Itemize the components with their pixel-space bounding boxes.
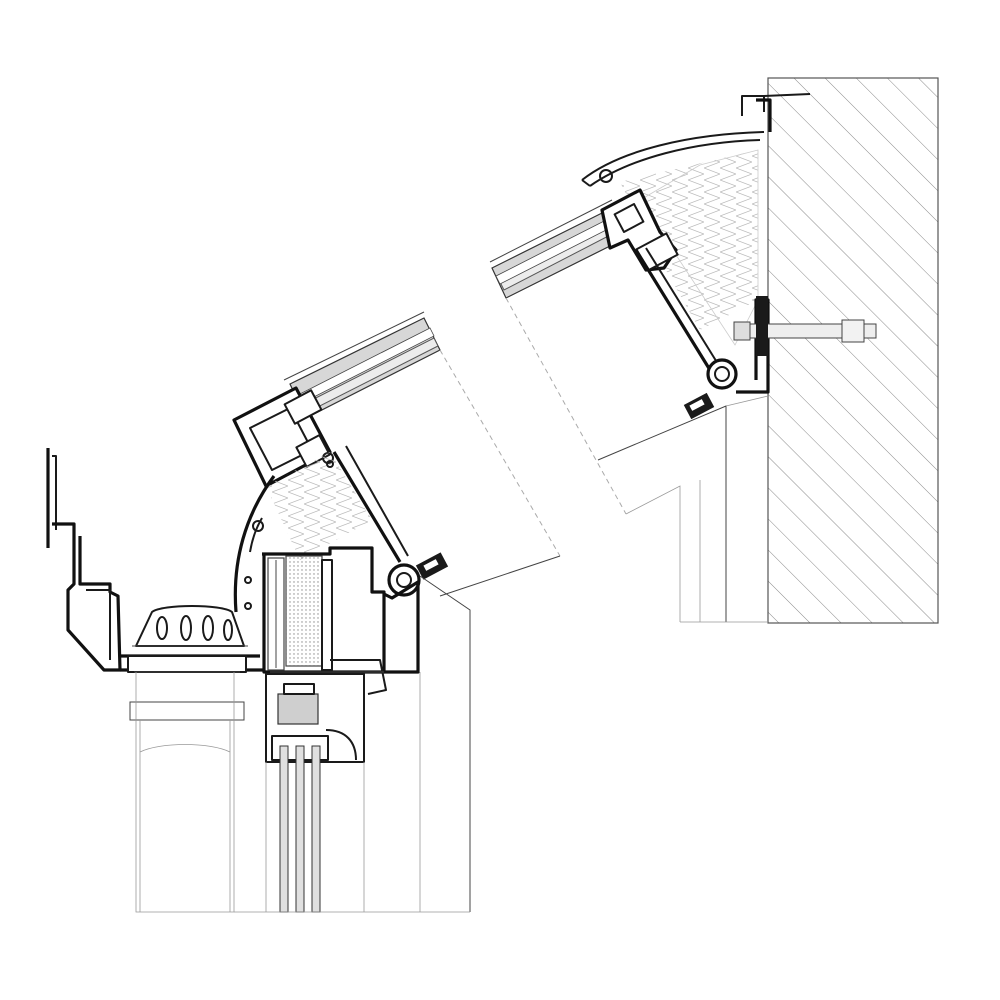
masonry-wall: [767, 77, 939, 624]
wall-flashing: [741, 93, 811, 132]
anchor-bolt: [733, 296, 877, 356]
upper-insulation: [620, 149, 759, 346]
lower-glazing-outline: [266, 349, 561, 912]
lower-frame-column: [234, 672, 470, 913]
lower-sash: [232, 311, 449, 597]
upper-sash: [489, 188, 770, 420]
curb-frame: [262, 546, 420, 695]
lower-cover-arc: [233, 475, 276, 613]
fasteners: [244, 460, 334, 610]
roof-drain: [127, 605, 248, 913]
upper-support-outline: [505, 297, 769, 623]
upper-cover-profile: [581, 131, 765, 187]
